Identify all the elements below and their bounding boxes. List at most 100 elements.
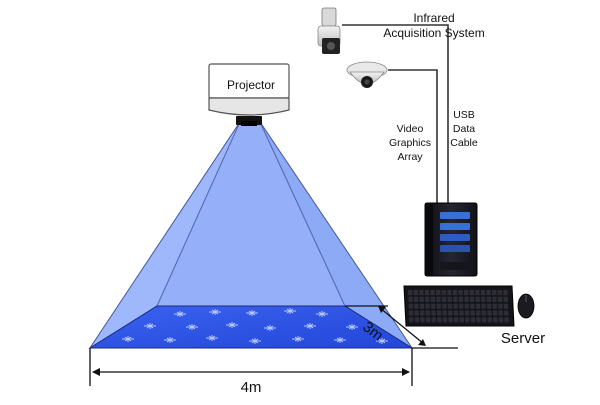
keyboard-key bbox=[458, 290, 463, 296]
keyboard-key bbox=[425, 303, 430, 309]
keyboard-key bbox=[436, 303, 441, 309]
keyboard-key bbox=[459, 310, 464, 316]
width-dimension bbox=[89, 348, 413, 386]
usb-label-line2: Data bbox=[453, 123, 475, 135]
keyboard-key bbox=[498, 310, 503, 316]
keyboard-key bbox=[426, 317, 431, 323]
keyboard-key bbox=[504, 317, 509, 323]
floor-sparkles bbox=[122, 308, 388, 344]
keyboard-key bbox=[431, 310, 436, 316]
keyboard-key bbox=[492, 290, 497, 296]
projector-icon: Projector bbox=[208, 63, 290, 126]
keyboard-key bbox=[497, 290, 502, 296]
usb-data-cable bbox=[342, 24, 449, 205]
floor-sparkle bbox=[144, 323, 156, 329]
floor-sparkle bbox=[376, 338, 388, 344]
keyboard-key bbox=[420, 310, 425, 316]
floor-sparkle bbox=[226, 322, 238, 328]
keyboard-key bbox=[469, 290, 474, 296]
keyboard-key bbox=[425, 296, 430, 302]
floor-sparkle bbox=[346, 324, 358, 330]
keyboard-key bbox=[476, 310, 481, 316]
keyboard-key bbox=[470, 310, 475, 316]
keyboard-key bbox=[420, 317, 425, 323]
floor-sparkle bbox=[316, 311, 328, 317]
beam-bottom-face bbox=[90, 122, 412, 348]
keyboard-key bbox=[413, 290, 418, 296]
infrared-camera-icon bbox=[317, 7, 341, 54]
keyboard-key bbox=[448, 317, 453, 323]
floor-sparkle bbox=[304, 323, 316, 329]
keyboard-key bbox=[408, 290, 413, 296]
floor-sparkle bbox=[292, 336, 304, 342]
floor-sparkle bbox=[209, 309, 221, 315]
keyboard-key bbox=[475, 290, 480, 296]
keyboard-key bbox=[459, 317, 464, 323]
keyboard-key bbox=[447, 290, 452, 296]
keyboard-key bbox=[436, 296, 441, 302]
floor-sparkle bbox=[246, 310, 258, 316]
floor-sparkle bbox=[164, 337, 176, 343]
floor-sparkle bbox=[174, 311, 186, 317]
keyboard-key bbox=[447, 303, 453, 309]
keyboard-key bbox=[408, 310, 414, 316]
keyboard-key bbox=[497, 296, 503, 302]
keyboard-key bbox=[480, 290, 486, 296]
keyboard-key bbox=[436, 290, 441, 296]
keyboard-key bbox=[464, 290, 469, 296]
server-label: Server bbox=[501, 330, 545, 347]
floor-sparkle bbox=[334, 337, 346, 343]
keyboard-key bbox=[475, 303, 481, 309]
keyboard-key bbox=[419, 303, 425, 309]
keyboard-key bbox=[442, 310, 447, 316]
keyboard-key bbox=[464, 310, 470, 316]
keyboard-key bbox=[424, 290, 430, 296]
floor-sparkle bbox=[284, 308, 296, 314]
dome-camera-icon bbox=[346, 61, 388, 88]
keyboard-key bbox=[442, 317, 448, 323]
keyboard-key bbox=[436, 310, 442, 316]
depth-dimension bbox=[345, 305, 458, 349]
keyboard-key bbox=[464, 296, 469, 302]
keyboard-key bbox=[464, 303, 469, 309]
vga-label-line2: Graphics bbox=[389, 137, 431, 149]
keyboard-key bbox=[482, 317, 487, 323]
floor-sparkle bbox=[249, 338, 261, 344]
keyboard-key bbox=[486, 296, 492, 302]
keyboard-key bbox=[454, 317, 459, 323]
keyboard-key bbox=[503, 290, 508, 296]
keyboard-key bbox=[486, 290, 491, 296]
keyboard-key bbox=[441, 296, 447, 302]
floor-sparkle bbox=[264, 325, 276, 331]
keyboard-key bbox=[413, 296, 419, 302]
keyboard-key bbox=[498, 303, 503, 309]
keyboard-key bbox=[431, 303, 436, 309]
mouse-icon bbox=[517, 293, 535, 319]
keyboard-key bbox=[487, 303, 492, 309]
vga-label-line1: Video bbox=[397, 123, 424, 135]
keyboard-key bbox=[409, 317, 414, 323]
keyboard-key bbox=[453, 310, 459, 316]
floor-sparkle bbox=[186, 324, 198, 330]
keyboard-key bbox=[408, 303, 413, 309]
keyboard-key bbox=[419, 296, 424, 302]
keyboard-key bbox=[459, 303, 464, 309]
keyboard-key bbox=[408, 296, 413, 302]
keyboard-key bbox=[453, 303, 458, 309]
server-tower-icon bbox=[424, 202, 478, 277]
keyboard-key bbox=[419, 290, 424, 296]
keyboard-key bbox=[493, 317, 498, 323]
keyboard-key bbox=[481, 303, 486, 309]
keyboard-key bbox=[453, 296, 458, 302]
keyboard-key bbox=[442, 303, 447, 309]
keyboard-key bbox=[441, 290, 446, 296]
keyboard-key bbox=[498, 317, 504, 323]
keyboard-key bbox=[469, 296, 475, 302]
floor-sparkle bbox=[206, 335, 218, 341]
keyboard-key bbox=[470, 317, 476, 323]
keyboard-key bbox=[414, 317, 420, 323]
infrared-label-line1: Infrared bbox=[413, 11, 454, 25]
floor-sparkle bbox=[122, 336, 134, 342]
projection-beam bbox=[89, 121, 413, 349]
